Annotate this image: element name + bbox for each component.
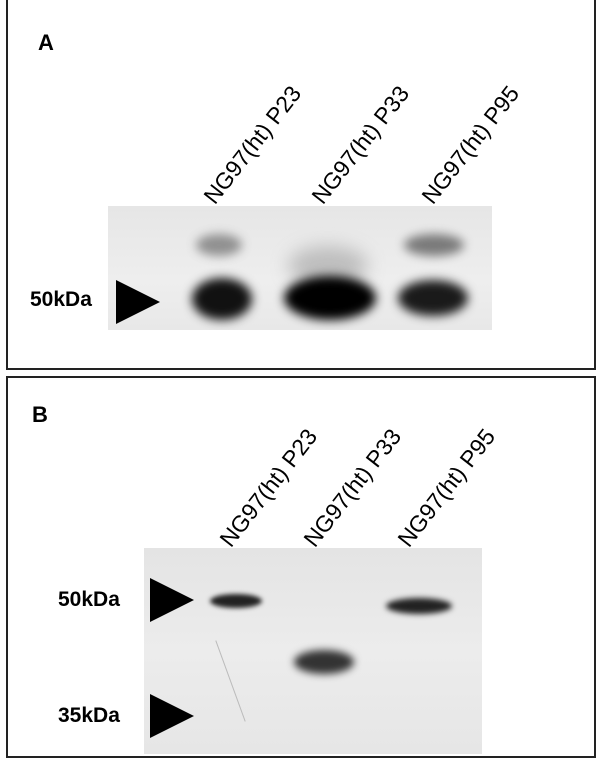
band-p95-50kda [398, 280, 468, 316]
band-p95-50kda [386, 598, 452, 614]
marker-50kda-arrow [116, 280, 160, 324]
panel-letter: B [32, 402, 48, 427]
lane-label-p23: NG97(ht) P23 [198, 80, 307, 209]
marker-35kda-arrow [150, 694, 194, 738]
band-p23-50kda [192, 278, 252, 320]
panel-letter: A [38, 30, 54, 55]
band-p33-50kda [284, 276, 376, 320]
lane-label-p95: NG97(ht) P95 [392, 423, 501, 552]
lane-label-p33: NG97(ht) P33 [306, 80, 415, 209]
marker-50kda-label: 50kDa [30, 288, 92, 311]
band-p23-upper [196, 234, 242, 256]
gel-scratch [215, 640, 246, 722]
panel-b: B NG97(ht) P23 NG97(ht) P33 NG97(ht) P95… [6, 376, 596, 758]
marker-50kda-label: 50kDa [58, 588, 120, 611]
panel-a: A NG97(ht) P23 NG97(ht) P33 NG97(ht) P95… [6, 0, 596, 370]
band-p95-upper [404, 234, 464, 256]
band-p33-lower [294, 650, 354, 674]
lane-label-p95: NG97(ht) P95 [416, 80, 525, 209]
western-blot-a [108, 206, 492, 330]
band-p23-50kda [210, 594, 262, 608]
marker-50kda-arrow [150, 578, 194, 622]
western-blot-b [144, 548, 482, 754]
marker-35kda-label: 35kDa [58, 704, 120, 727]
